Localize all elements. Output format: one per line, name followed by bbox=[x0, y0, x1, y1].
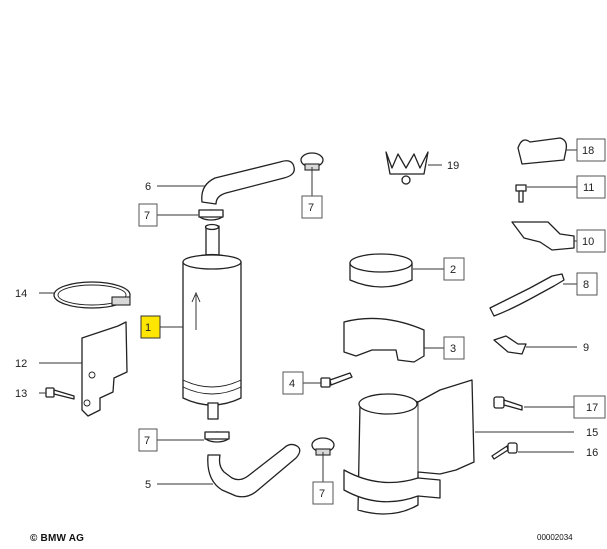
screw-11-part bbox=[515, 184, 527, 203]
callout-19-label: 19 bbox=[447, 160, 459, 172]
callout-1-label: 1 bbox=[145, 322, 151, 334]
screw-13-part bbox=[45, 387, 75, 400]
callout-9[interactable]: 9 bbox=[577, 336, 597, 358]
callout-7-b-label: 7 bbox=[308, 202, 314, 214]
callout-7-c-label: 7 bbox=[144, 435, 150, 447]
band-clamp-part bbox=[53, 281, 131, 309]
callout-7-d-label: 7 bbox=[319, 488, 325, 500]
callout-8[interactable]: 8 bbox=[576, 272, 598, 296]
callout-14-label: 14 bbox=[15, 288, 27, 300]
callout-14[interactable]: 14 bbox=[12, 282, 39, 304]
callout-3[interactable]: 3 bbox=[443, 336, 465, 360]
clamp-strap-part bbox=[343, 317, 425, 363]
callout-6-label: 6 bbox=[145, 181, 151, 193]
callout-8-label: 8 bbox=[583, 279, 589, 291]
callout-13[interactable]: 13 bbox=[12, 382, 39, 404]
callout-7-d[interactable]: 7 bbox=[312, 481, 334, 505]
callout-5-label: 5 bbox=[145, 479, 151, 491]
callout-4-label: 4 bbox=[289, 378, 295, 390]
clip-19-part bbox=[385, 151, 429, 185]
callout-13-label: 13 bbox=[15, 388, 27, 400]
copyright-label: © BMW AG bbox=[30, 533, 85, 544]
callout-2[interactable]: 2 bbox=[443, 257, 465, 281]
callout-7-c[interactable]: 7 bbox=[138, 428, 158, 452]
callout-7-b[interactable]: 7 bbox=[301, 195, 323, 219]
rubber-ring-part bbox=[349, 253, 413, 288]
callout-12-label: 12 bbox=[15, 358, 27, 370]
edge-protector-part bbox=[517, 137, 568, 165]
callout-10-label: 10 bbox=[582, 236, 594, 248]
callout-11-label: 11 bbox=[583, 182, 594, 194]
callout-10[interactable]: 10 bbox=[576, 229, 606, 253]
bolt-4-part bbox=[320, 372, 353, 388]
callout-6[interactable]: 6 bbox=[139, 175, 157, 197]
leader-lines bbox=[39, 149, 577, 485]
bolt-16-part bbox=[491, 442, 518, 460]
callout-2-label: 2 bbox=[450, 264, 456, 276]
cable-strap-part bbox=[489, 273, 565, 317]
mounting-bracket-part bbox=[81, 321, 128, 417]
callout-3-label: 3 bbox=[450, 343, 456, 355]
callout-1[interactable]: 1 bbox=[140, 315, 161, 339]
callout-19[interactable]: 19 bbox=[442, 154, 470, 176]
holder-10-part bbox=[511, 221, 575, 251]
callout-9-label: 9 bbox=[583, 342, 589, 354]
callout-17-label: 17 bbox=[586, 402, 598, 414]
callout-7-a[interactable]: 7 bbox=[138, 203, 158, 227]
callout-5[interactable]: 5 bbox=[139, 473, 157, 495]
callout-11[interactable]: 11 bbox=[576, 175, 606, 199]
callout-18-label: 18 bbox=[582, 145, 594, 157]
callout-15[interactable]: 15 bbox=[574, 421, 605, 443]
callout-7-a-label: 7 bbox=[144, 210, 150, 222]
callout-18[interactable]: 18 bbox=[576, 138, 606, 162]
callout-17[interactable]: 17 bbox=[573, 395, 606, 419]
diagram-number-label: 00002034 bbox=[537, 533, 573, 542]
lower-hose-part bbox=[207, 443, 301, 498]
carrier-part bbox=[343, 379, 475, 515]
callout-16-label: 16 bbox=[586, 447, 598, 459]
callout-4[interactable]: 4 bbox=[282, 371, 304, 395]
callout-16[interactable]: 16 bbox=[574, 441, 605, 463]
bolt-17-part bbox=[493, 396, 523, 411]
callout-12[interactable]: 12 bbox=[12, 352, 39, 374]
callout-15-label: 15 bbox=[586, 427, 598, 439]
fuel-filter-part bbox=[182, 223, 242, 420]
upper-hose-part bbox=[201, 160, 295, 205]
clip-9-part bbox=[493, 335, 527, 355]
